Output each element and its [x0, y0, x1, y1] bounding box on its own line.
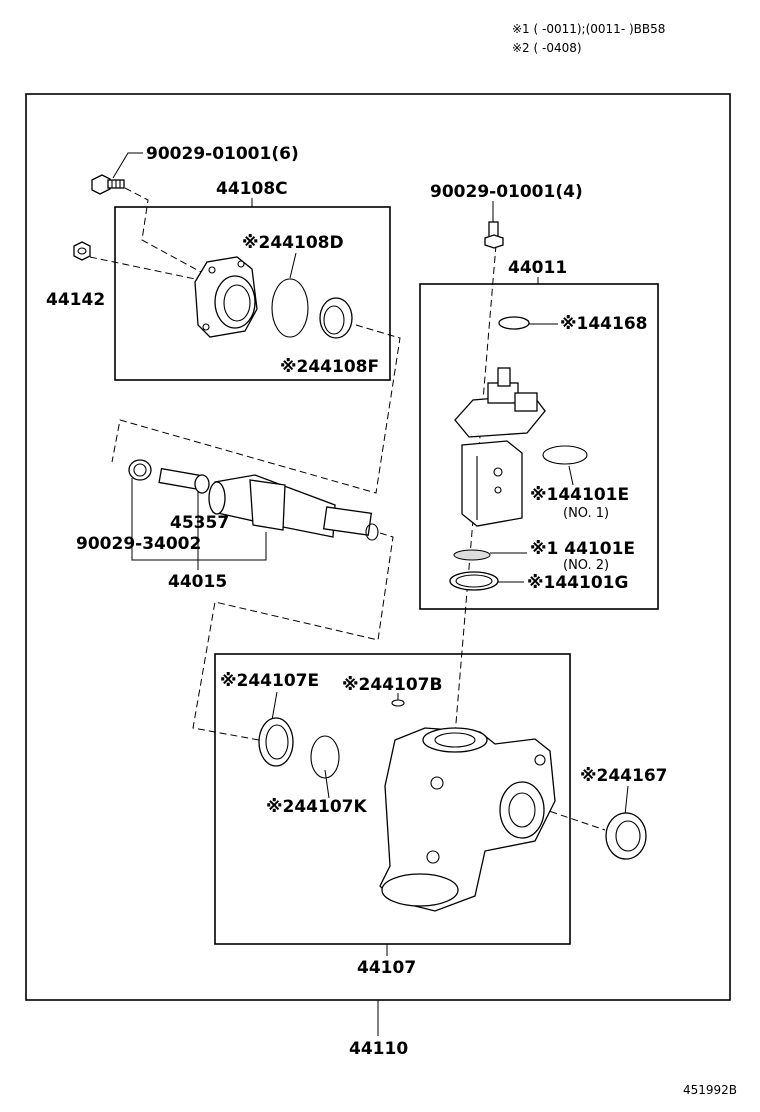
label-44015: 44015: [168, 572, 227, 592]
label-44108C: 44108C: [216, 179, 288, 199]
nut-90029-34002: [128, 459, 152, 481]
cover-44108C: [194, 256, 258, 338]
nut-44142: [73, 241, 91, 261]
label-45357: 45357: [170, 513, 229, 533]
label-90029-34002: 90029-34002: [76, 534, 201, 554]
box-44107: [214, 653, 571, 945]
seal-ring-44101E-no1: [542, 445, 588, 465]
label-44101E-no1-sub: (NO. 1): [563, 506, 609, 521]
shaft-44015: [208, 474, 379, 541]
label-44142: 44142: [46, 290, 105, 310]
label-44107B: ※244107B: [342, 675, 442, 695]
o-ring-44108D: [271, 278, 309, 338]
label-44110: 44110: [349, 1039, 408, 1059]
label-44108F: ※244108F: [280, 357, 379, 377]
figure-id: 451992B: [683, 1083, 737, 1097]
label-44107: 44107: [357, 958, 416, 978]
label-44101E-no2: ※1 44101E: [530, 539, 635, 559]
label-90029-01001-4: 90029-01001(4): [430, 182, 583, 202]
bolt-90029-01001-right: [484, 221, 504, 249]
seal-44167: [605, 812, 647, 860]
bolt-90029-01001-left: [91, 174, 125, 195]
label-44167: ※244167: [580, 766, 668, 786]
label-44107E: ※244107E: [220, 671, 319, 691]
seal-44107E: [258, 717, 294, 767]
label-44107K: ※244107K: [266, 797, 367, 817]
screw-45357: [158, 467, 210, 494]
label-44108D: ※244108D: [242, 233, 344, 253]
housing-44107: [379, 727, 556, 912]
box-44011: [419, 283, 659, 610]
seal-ring-44101E-no2: [453, 549, 491, 561]
label-44168: ※144168: [560, 314, 648, 334]
leader-lines: [112, 152, 629, 1036]
label-90029-01001-6: 90029-01001(6): [146, 144, 299, 164]
o-ring-44107K: [310, 735, 340, 779]
note-2: ※2 ( -0408): [512, 41, 582, 55]
label-44101E-no1: ※144101E: [530, 485, 629, 505]
label-44011: 44011: [508, 258, 567, 278]
seal-44108F: [319, 297, 353, 339]
note-1: ※1 ( -0011);(0011- )BB58: [512, 22, 665, 36]
seal-ring-44101G: [449, 571, 499, 591]
washer-44168: [498, 316, 530, 330]
o-ring-44107B: [391, 699, 405, 707]
label-44101G: ※144101G: [527, 573, 628, 593]
valve-body-44011: [454, 367, 546, 527]
label-44101E-no2-sub: (NO. 2): [563, 558, 609, 573]
